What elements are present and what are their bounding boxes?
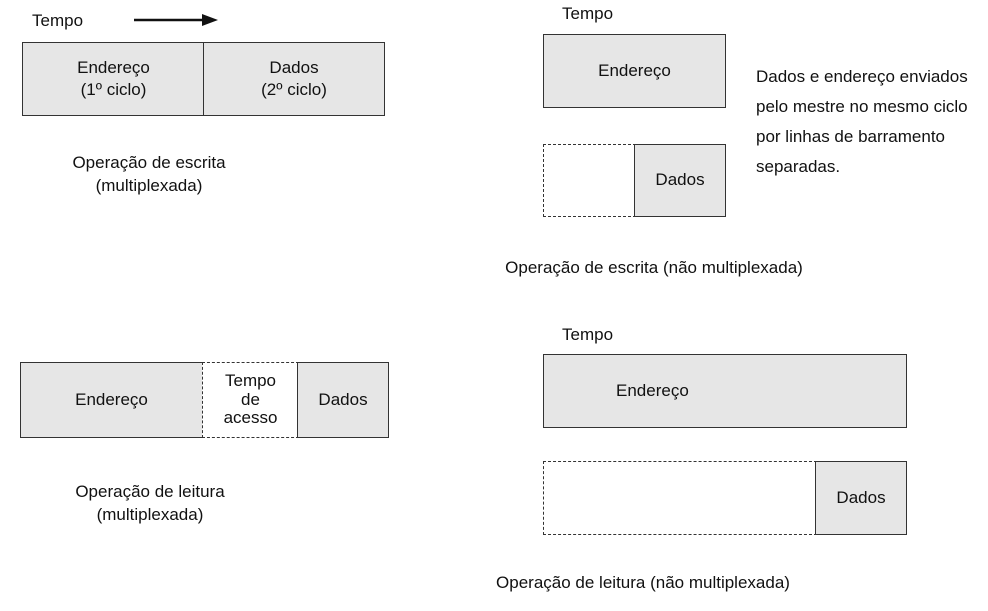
note-line3: por linhas de barramento [756,127,946,146]
data-cycle-label: (2º ciclo) [261,80,327,99]
note-line4: separadas. [756,157,841,176]
data-label: Dados [655,170,705,190]
caption-line2: (multiplexada) [96,504,204,524]
caption-multiplexed-write: Operação de escrita (multiplexada) [44,152,254,198]
address-label: Endereço [598,60,671,80]
data-box-nonmux-read: Dados [815,461,907,535]
note-line1: Dados e endereço enviados [756,67,968,86]
address-label: Endereço [616,380,689,400]
caption-multiplexed-read: Operação de leitura (multiplexada) [45,481,255,527]
caption-line1: Operação de escrita [72,153,226,172]
time-label-top-left: Tempo [32,11,84,30]
data-label: Dados [269,57,319,77]
access-time-box: Tempo de acesso [202,362,299,438]
access-line2: de [241,389,260,409]
access-line3: acesso [223,408,278,428]
data-label: Dados [318,389,368,409]
caption-nonmux-write: Operação de escrita (não multiplexada) [505,258,803,277]
address-box-nonmux-read: Endereço [543,354,907,428]
address-cycle-label: (1º ciclo) [80,80,147,99]
time-label-bottom-right: Tempo [562,325,614,344]
address-box-read: Endereço [20,362,203,438]
data-box-read: Dados [297,362,389,438]
caption-nonmux-read: Operação de leitura (não multiplexada) [496,573,790,592]
empty-slot-dashed-wide [543,461,817,535]
address-label: Endereço [75,389,148,409]
access-line1: Tempo [224,370,277,390]
caption-line2: (multiplexada) [95,175,203,195]
parallel-lines-note: Dados e endereço enviados pelo mestre no… [756,62,968,182]
empty-slot-dashed [543,144,636,217]
address-box-cycle1: Endereço (1º ciclo) [22,42,205,116]
data-box-nonmux-write: Dados [634,144,726,217]
address-label: Endereço [77,57,150,77]
caption-line1: Operação de leitura [75,482,225,501]
time-label-top-right: Tempo [562,4,614,23]
address-box-nonmux-write: Endereço [543,34,726,108]
note-line2: pelo mestre no mesmo ciclo [756,97,968,116]
time-arrow-icon [134,14,218,26]
data-box-cycle2: Dados (2º ciclo) [203,42,385,116]
data-label: Dados [836,487,886,507]
